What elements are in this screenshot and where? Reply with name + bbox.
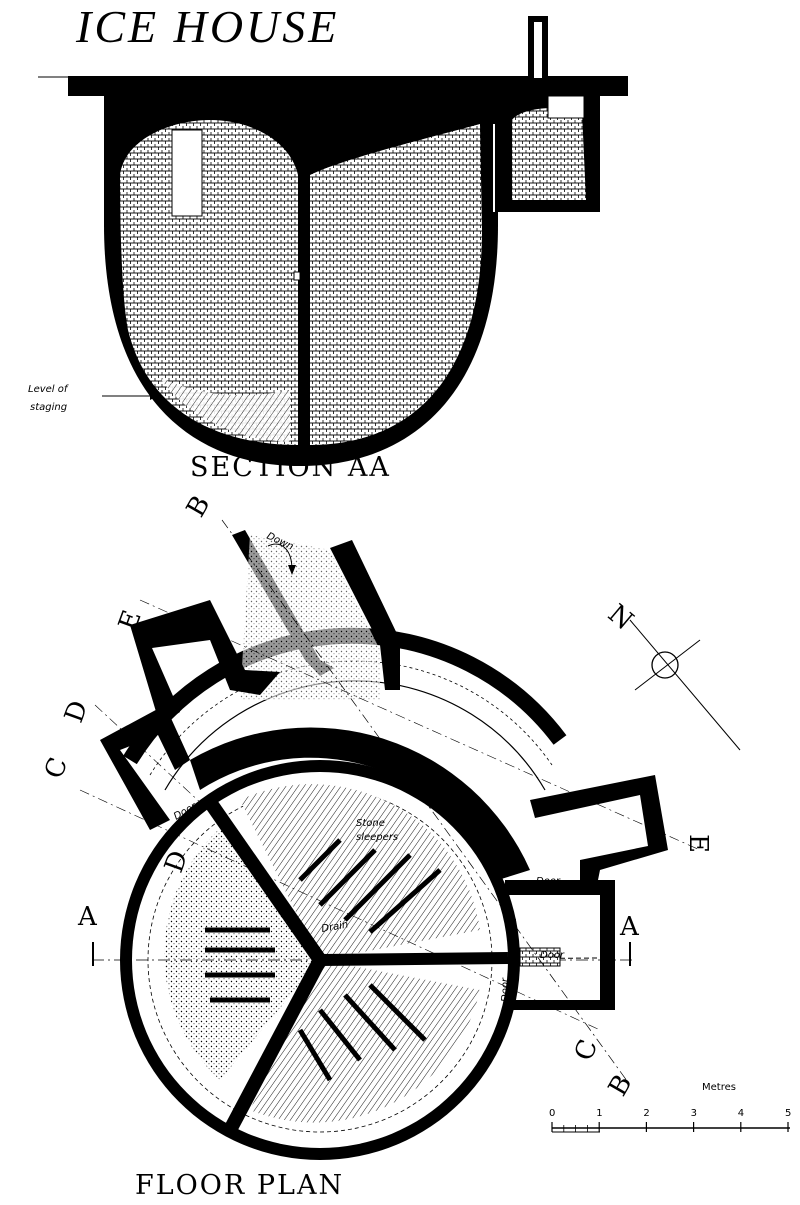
sleeper <box>318 1008 362 1062</box>
sleeper <box>368 983 427 1042</box>
scale-tick-label: 2 <box>643 1108 649 1119</box>
entrance-passage-wall-right <box>330 540 400 690</box>
sleeper <box>343 993 397 1052</box>
partition-wall-upper <box>206 800 326 965</box>
door-block <box>519 947 561 967</box>
staging-label-line1: Level of <box>28 384 69 395</box>
down-arrowhead <box>288 565 296 575</box>
scale-ticks: 0 1 2 3 4 5 <box>549 1108 791 1132</box>
section-brick-left <box>120 120 298 445</box>
section-line-cc <box>79 789 601 1031</box>
section-window <box>171 129 203 217</box>
vent-stack-opening <box>534 22 542 78</box>
door-label-1: Door <box>536 876 561 887</box>
scale-tick-label: 0 <box>549 1108 555 1119</box>
scale-tick-label: 4 <box>738 1108 744 1119</box>
chamber-thick-wall <box>190 727 530 880</box>
sleeper <box>298 838 342 882</box>
label-e-left: E <box>113 607 148 635</box>
scale-unit: Metres <box>702 1082 736 1093</box>
scale-bar: Metres 0 1 2 3 4 5 <box>549 1082 791 1133</box>
label-b-top: B <box>181 491 217 523</box>
drain-label: Drain <box>321 919 350 935</box>
label-c-left: C <box>39 754 74 783</box>
stone-sleepers-label-line1: Stone <box>356 818 385 829</box>
north-arrow: N <box>602 599 741 751</box>
sleeper-zone-lower <box>250 960 480 1123</box>
scale-tick-label: 1 <box>596 1108 602 1119</box>
section-line-bb <box>221 519 631 1086</box>
right-door-rooms-wall <box>505 880 615 1010</box>
section-annex-inner <box>512 107 586 200</box>
label-b-bottom: B <box>603 1070 639 1102</box>
right-annex-wall <box>530 775 668 880</box>
north-arrow-circle <box>651 651 679 679</box>
drawing-title: ICE HOUSE <box>75 1 339 52</box>
staging-arrowhead <box>150 392 158 400</box>
staging-label-line2: staging <box>30 402 67 413</box>
north-arrow-cross <box>634 639 701 691</box>
partition-fitting <box>293 271 301 281</box>
scale-tick-label: 5 <box>785 1108 791 1119</box>
door-label-4: Door <box>508 915 519 940</box>
section-line-ee <box>139 599 701 851</box>
sleeper-zone-upper <box>240 784 480 960</box>
north-arrow-axis <box>629 619 741 751</box>
label-e-right: E <box>683 834 713 853</box>
label-a-left: A <box>77 902 98 932</box>
floor-plan <box>79 519 701 1160</box>
roof-slab <box>68 76 628 96</box>
sleeper <box>368 868 442 934</box>
left-annex-wall <box>130 600 280 725</box>
scale-tick-label: 3 <box>691 1108 697 1119</box>
label-d-left: D <box>59 697 94 727</box>
sleeper <box>297 1028 333 1082</box>
staging-shading <box>160 378 290 442</box>
stone-sleepers-label-line2: sleepers <box>356 832 398 843</box>
label-c-bottom: C <box>569 1036 604 1065</box>
label-a-right: A <box>619 912 640 942</box>
central-partition <box>298 150 310 450</box>
sleeper <box>343 853 412 922</box>
door-label-5: Door <box>500 977 511 1002</box>
section-annex-box <box>547 95 585 119</box>
plan-caption: FLOOR PLAN <box>135 1170 344 1201</box>
door-label-2: Door <box>540 950 565 961</box>
partition-wall-lower <box>223 956 327 1134</box>
section-brick-right <box>310 124 482 445</box>
entrance-passage-floor <box>240 535 380 700</box>
section-caption: SECTION AA <box>190 452 391 483</box>
north-label: N <box>602 599 639 637</box>
section-aa <box>38 16 628 466</box>
down-arrow <box>267 543 293 571</box>
cd-wing-wall <box>100 705 190 830</box>
sleeper <box>318 848 377 907</box>
